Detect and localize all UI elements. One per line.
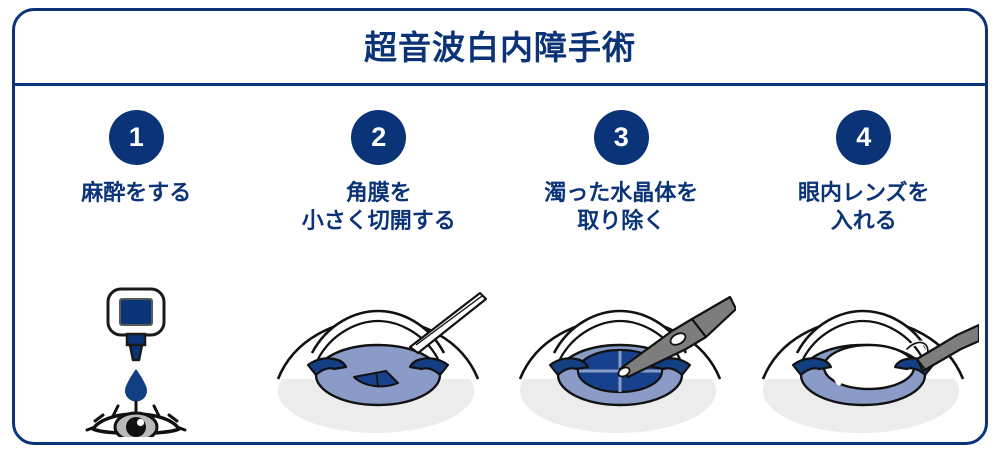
phaco-probe-icon xyxy=(617,295,737,379)
iris-right xyxy=(408,357,449,377)
iol-injector-icon xyxy=(915,323,979,373)
eye-cross-section xyxy=(276,309,479,433)
infographic-frame: 超音波白内障手術 1 麻酔をする xyxy=(12,8,988,445)
step-1: 1 麻酔をする xyxy=(15,86,258,445)
iol-haptic-lower xyxy=(832,358,848,386)
eye-icon xyxy=(85,400,187,437)
steps-row: 1 麻酔をする xyxy=(15,86,985,445)
step-number-badge-2: 2 xyxy=(351,110,407,165)
step-4: 4 眼内レンズを 入れる xyxy=(743,86,986,445)
page-title: 超音波白内障手術 xyxy=(364,28,636,66)
probe-tip xyxy=(617,366,631,378)
step-illustration-3 xyxy=(500,287,743,437)
iris-left xyxy=(549,357,590,377)
step-label-4: 眼内レンズを 入れる xyxy=(797,180,930,234)
step-illustration-1 xyxy=(15,285,258,437)
step-illustration-4 xyxy=(743,287,986,437)
title-divider xyxy=(15,83,985,86)
step-label-1: 麻酔をする xyxy=(81,180,192,205)
cornea-outer xyxy=(553,309,688,354)
step-label-3: 濁った水晶体を 取り除く xyxy=(544,180,699,234)
title-bar: 超音波白内障手術 xyxy=(15,11,985,83)
step-label-2: 角膜を 小さく切開する xyxy=(301,180,456,234)
step-3: 3 濁った水晶体を 取り除く xyxy=(500,86,743,445)
probe-port xyxy=(669,332,687,346)
droplet-icon xyxy=(125,369,148,402)
scalpel-icon xyxy=(408,291,487,355)
cornea-inner xyxy=(801,319,924,360)
step-2: 2 角膜を 小さく切開する xyxy=(258,86,501,445)
cornea-outer xyxy=(795,309,930,354)
step-illustration-2 xyxy=(258,287,501,437)
incision-line xyxy=(374,371,379,387)
eye-cross-section xyxy=(761,309,964,433)
iris-left xyxy=(791,357,832,377)
iris-left xyxy=(306,357,347,377)
step-number-badge-4: 4 xyxy=(836,110,892,165)
eye-drop-bottle-icon xyxy=(106,287,166,362)
step-number-badge-3: 3 xyxy=(593,110,649,165)
cornea-outer xyxy=(310,309,445,354)
step-number-badge-1: 1 xyxy=(108,110,164,165)
corneal-incision xyxy=(352,370,399,388)
